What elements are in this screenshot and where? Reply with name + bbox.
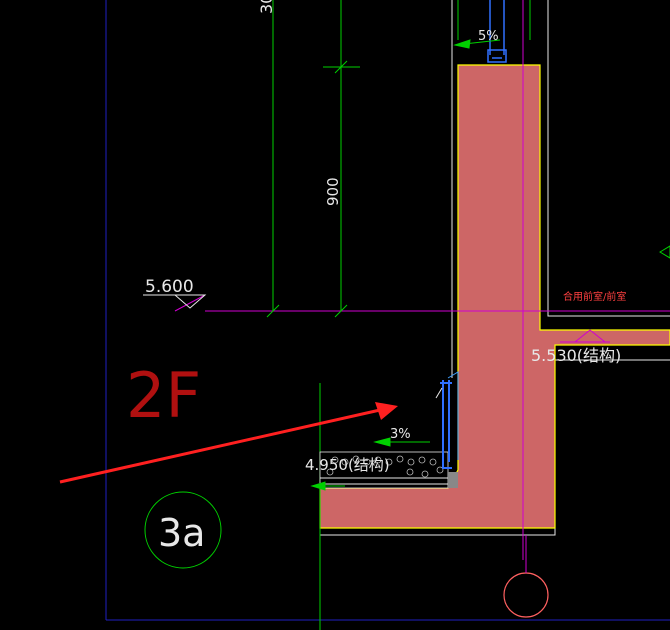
- elevation-marker-4950: [310, 481, 345, 491]
- slope-text-top: 5%: [478, 29, 499, 44]
- top-pipe-detail: [487, 0, 507, 63]
- edge-marker: [659, 245, 670, 259]
- dimension-900-text: 900: [324, 177, 342, 206]
- detail-tag-text: 3a: [158, 511, 205, 555]
- room-label-text: 合用前室/前室: [563, 290, 626, 303]
- elevation-5530-text: 5.530(结构): [531, 346, 621, 365]
- elevation-5600-text: 5.600: [145, 277, 194, 297]
- elevation-marker-5530: [560, 329, 610, 343]
- level-lines: [174, 0, 670, 560]
- elevation-4950-text: 4.950(结构): [305, 456, 390, 474]
- slope-arrow-3pct: [373, 437, 430, 447]
- floor-tag-text: 2F: [126, 359, 201, 432]
- axis-bubble: [503, 572, 549, 618]
- elevation-marker-5600: [143, 294, 207, 309]
- frame-lines: [105, 0, 670, 621]
- floor-layer-detail: [319, 451, 458, 489]
- red-pointer-arrow: [59, 402, 398, 484]
- waterproof-upturn: [435, 371, 459, 469]
- slope-arrow-top: [453, 39, 501, 49]
- top-dimension-text: 30: [257, 0, 276, 14]
- slope-3pct-text: 3%: [390, 427, 411, 442]
- detail-tag-circle: [144, 491, 222, 569]
